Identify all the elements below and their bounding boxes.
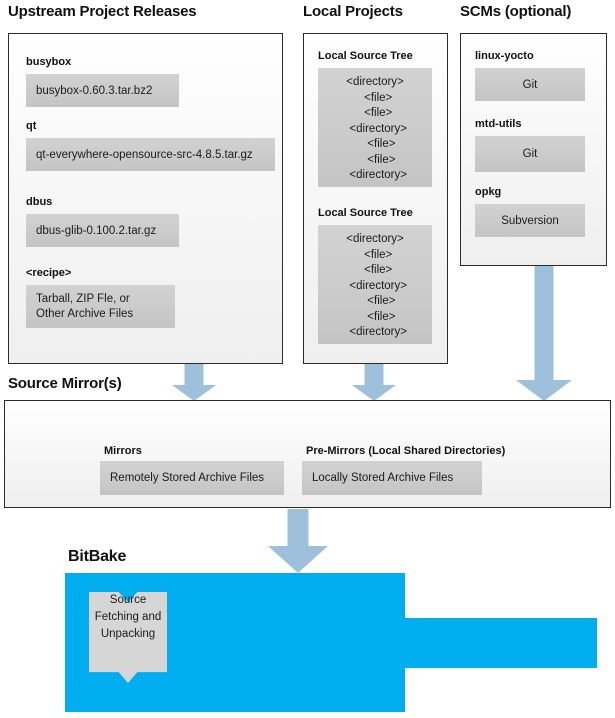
scms-entry-label-linux-yocto: linux-yocto: [475, 50, 534, 62]
arrow-scms-to-mirrors: [516, 266, 572, 401]
scms-column-title: SCMs (optional): [460, 3, 572, 20]
arrow-local-projects-to-mirrors: [352, 364, 396, 401]
tree-line: <file>: [357, 91, 393, 104]
tree-line: <file>: [357, 248, 393, 261]
bitbake-title: BitBake: [68, 548, 127, 565]
local-tree-label-1: Local Source Tree: [318, 50, 413, 62]
scms-entry-value-opkg: Subversion: [475, 204, 585, 237]
arrow-mirrors-to-bitbake: [268, 509, 328, 573]
arrow-shaft: [364, 364, 384, 386]
source-mirrors-title: Source Mirror(s): [8, 375, 122, 392]
tree-line: <file>: [354, 153, 396, 166]
bitbake-extension-bar: [405, 618, 597, 668]
arrow-head: [172, 385, 216, 401]
tree-line: <directory>: [343, 169, 407, 181]
process-line-2: Fetching and: [94, 611, 162, 623]
pre-mirrors-label: Pre-Mirrors (Local Shared Directories): [306, 445, 506, 457]
tree-line: <directory>: [343, 326, 407, 338]
upstream-entry-value-dbus: dbus-glib-0.100.2.tar.gz: [26, 214, 179, 247]
tree-line: <directory>: [346, 76, 404, 88]
arrow-head: [268, 546, 328, 573]
tree-line: <file>: [354, 295, 396, 307]
arrow-shaft: [534, 266, 554, 380]
mirrors-label: Mirrors: [104, 445, 142, 457]
arrow-upstream-to-mirrors: [172, 364, 216, 401]
arrow-shaft: [287, 509, 309, 547]
process-line-3: Unpacking: [100, 628, 156, 640]
tree-line: <file>: [354, 310, 396, 323]
tree-line: <directory>: [343, 122, 407, 135]
arrow-head: [352, 385, 396, 401]
upstream-entry-value-busybox: busybox-0.60.3.tar.bz2: [26, 74, 179, 107]
scms-entry-label-mtd-utils: mtd-utils: [475, 118, 522, 130]
recipe-value-line-1: Tarball, ZIP Fle, or: [36, 293, 130, 305]
scms-entry-label-opkg: opkg: [475, 186, 502, 198]
local-tree-label-2: Local Source Tree: [318, 207, 413, 219]
scms-entry-value-mtd-utils: Git: [475, 136, 585, 172]
mirrors-value: Remotely Stored Archive Files: [100, 461, 284, 495]
process-line-1: Source: [109, 594, 147, 606]
source-fetching-unpacking-box: [89, 592, 167, 683]
tree-line: <file>: [357, 107, 393, 119]
upstream-entry-value-recipe: Tarball, ZIP Fle, or Other Archive Files: [26, 285, 175, 328]
upstream-column-title: Upstream Project Releases: [8, 3, 197, 20]
tree-line: <file>: [357, 264, 393, 276]
tree-line: <directory>: [346, 233, 404, 245]
upstream-entry-value-qt: qt-everywhere-opensource-src-4.8.5.tar.g…: [26, 138, 275, 171]
local-tree-chip-2: <directory> <file> <file> <directory> <f…: [318, 225, 432, 344]
local-tree-chip-1: <directory> <file> <file> <directory> <f…: [318, 68, 432, 187]
pre-mirrors-value: Locally Stored Archive Files: [302, 461, 482, 495]
tree-line: <file>: [354, 138, 396, 150]
arrow-shaft: [184, 364, 204, 386]
arrow-head: [516, 380, 572, 401]
source-fetching-unpacking-label: Source Fetching and Unpacking: [89, 592, 167, 643]
upstream-entry-label-recipe: <recipe>: [26, 267, 72, 279]
local-projects-column-title: Local Projects: [303, 3, 403, 20]
scms-entry-value-linux-yocto: Git: [475, 68, 585, 101]
upstream-entry-label-dbus: dbus: [26, 196, 53, 208]
recipe-value-line-2: Other Archive Files: [36, 308, 134, 320]
upstream-entry-label-busybox: busybox: [26, 56, 72, 68]
upstream-entry-label-qt: qt: [26, 120, 37, 132]
tree-line: <directory>: [343, 279, 407, 292]
